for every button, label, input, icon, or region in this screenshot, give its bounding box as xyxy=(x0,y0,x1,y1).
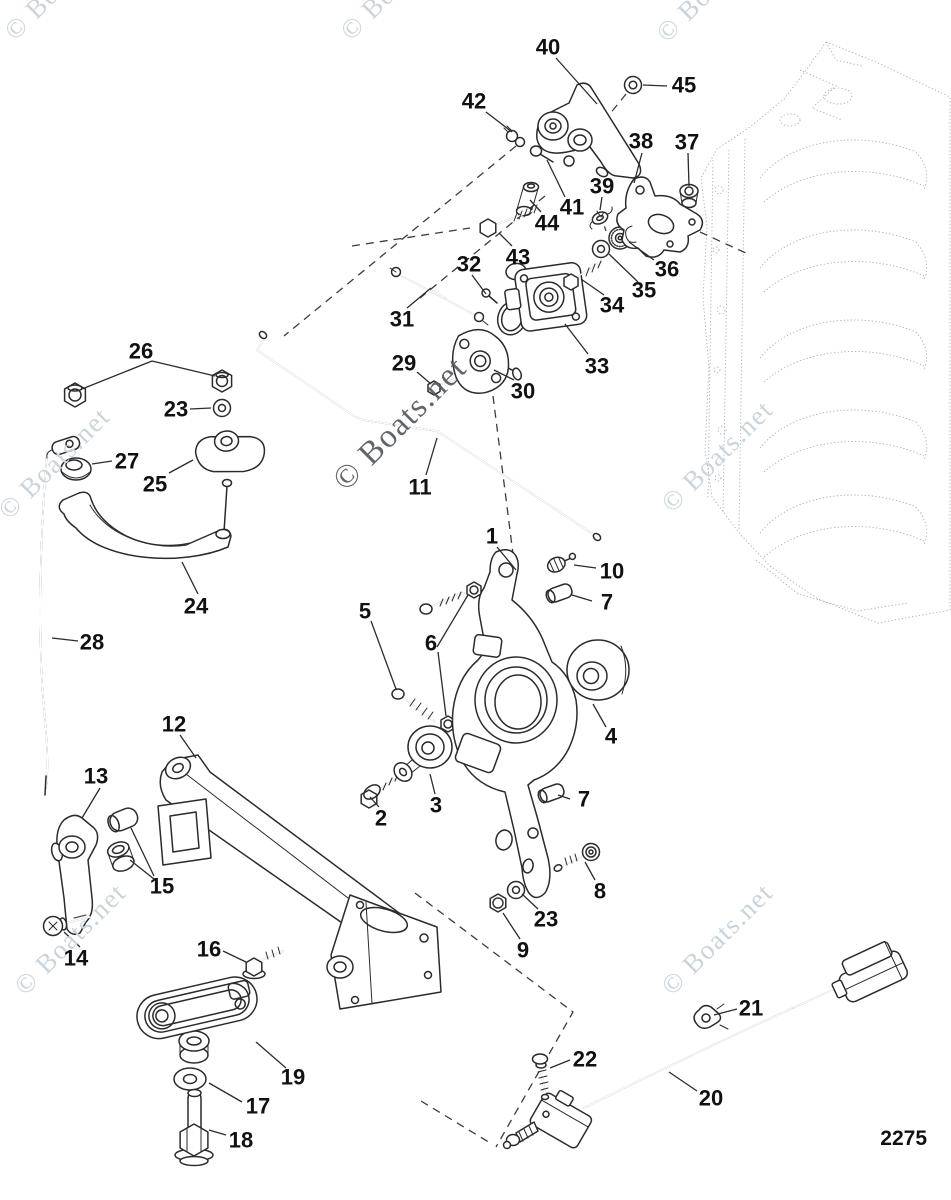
part-23-washer-upper xyxy=(212,398,232,418)
part-label-26-14: 26 xyxy=(129,339,153,364)
part-label-42-2: 42 xyxy=(462,89,486,114)
part-label-8-36: 8 xyxy=(594,879,606,904)
part-label-5-26: 5 xyxy=(359,599,371,624)
part-41-screw xyxy=(529,145,554,163)
part-label-30-17: 30 xyxy=(511,379,535,404)
watermark-text: © Boats.net xyxy=(0,0,122,46)
part-27-grommet xyxy=(60,457,92,481)
part-label-28-27: 28 xyxy=(80,630,104,655)
part-label-6-28: 6 xyxy=(425,631,437,656)
part-label-13-31: 13 xyxy=(84,764,108,789)
part-35-washer xyxy=(591,239,611,259)
part-9-nut xyxy=(489,893,507,913)
part-label-43-8: 43 xyxy=(506,245,530,270)
part-label-31-13: 31 xyxy=(390,307,414,332)
part-5-screws xyxy=(391,591,465,722)
part-28-cable xyxy=(39,435,81,796)
part-label-18-46: 18 xyxy=(229,1128,253,1153)
part-label-9-39: 9 xyxy=(517,938,529,963)
part-30-flange-bracket xyxy=(451,328,523,394)
part-label-39-5: 39 xyxy=(590,174,614,199)
leader-lines xyxy=(51,57,738,1136)
part-40-mount-bracket xyxy=(536,82,642,179)
part-1-throttle-lever xyxy=(451,549,578,899)
part-10-grommet xyxy=(546,552,577,573)
part-label-29-15: 29 xyxy=(392,351,416,376)
part-16-bolt xyxy=(242,946,284,980)
part-label-16-38: 16 xyxy=(197,937,221,962)
part-7-bushing-lower xyxy=(537,783,565,804)
part-6-nuts xyxy=(440,581,482,733)
part-11-throttle-rod xyxy=(256,330,602,542)
part-label-25-20: 25 xyxy=(143,472,167,497)
part-label-20-44: 20 xyxy=(699,1086,723,1111)
diagram-number: 2275 xyxy=(880,1127,927,1150)
part-7-bushing-upper xyxy=(545,583,573,604)
part-31-link-rod xyxy=(389,266,489,326)
part-label-4-30: 4 xyxy=(605,724,618,749)
part-label-37-4: 37 xyxy=(675,130,699,155)
part-39-clip xyxy=(589,206,613,230)
part-label-3-33: 3 xyxy=(430,793,442,818)
part-label-14-40: 14 xyxy=(64,946,89,971)
part-25-cam xyxy=(194,430,266,473)
part-12-mount-bracket xyxy=(157,754,442,1010)
part-37-bushing xyxy=(679,183,699,209)
part-26-nuts xyxy=(63,369,233,408)
part-label-15-35: 15 xyxy=(150,874,174,899)
part-label-24-25: 24 xyxy=(184,594,209,619)
part-label-12-29: 12 xyxy=(162,712,186,737)
part-14-screw xyxy=(42,915,91,937)
part-24-link-arm xyxy=(58,478,233,559)
part-42-pin xyxy=(503,125,526,148)
part-19-arm-assembly xyxy=(136,976,258,1064)
engine-block-silhouette xyxy=(700,41,951,624)
part-label-7-32: 7 xyxy=(578,787,590,812)
part-2-bolt xyxy=(360,773,401,809)
part-label-10-23: 10 xyxy=(600,559,624,584)
part-45-washer xyxy=(623,75,643,95)
part-label-33-16: 33 xyxy=(585,354,609,379)
part-8-bolt xyxy=(553,842,601,872)
part-label-19-43: 19 xyxy=(281,1065,305,1090)
part-3-spindle xyxy=(393,725,453,782)
part-label-1-22: 1 xyxy=(486,524,498,549)
part-label-41-6: 41 xyxy=(560,195,584,220)
part-label-17-45: 17 xyxy=(246,1094,270,1119)
part-label-22-42: 22 xyxy=(573,1047,597,1072)
part-4-roller xyxy=(566,639,630,701)
part-label-11-21: 11 xyxy=(408,475,431,500)
part-label-34-12: 34 xyxy=(600,293,625,318)
part-label-7-24: 7 xyxy=(601,590,613,615)
part-21-clip xyxy=(693,1003,729,1030)
watermark-text: © Boats.net xyxy=(655,394,779,518)
part-label-21-41: 21 xyxy=(739,996,763,1021)
part-label-23-37: 23 xyxy=(534,907,558,932)
part-34-bolt xyxy=(563,260,602,291)
part-label-38-3: 38 xyxy=(629,129,653,154)
part-15-bushings xyxy=(106,807,139,872)
part-17-washer xyxy=(173,1067,207,1091)
parts-line-art xyxy=(39,75,909,1167)
part-label-35-11: 35 xyxy=(632,278,656,303)
part-23-washer-lower xyxy=(506,880,526,900)
part-label-32-9: 32 xyxy=(457,252,481,277)
part-18-bolt xyxy=(174,1088,214,1167)
part-38-shift-plate xyxy=(616,176,704,258)
part-20-sensor-cable xyxy=(502,940,909,1150)
part-22-screw xyxy=(531,1053,550,1101)
watermark-text: © Boats.net xyxy=(334,0,458,46)
watermark-text: © Boats.net xyxy=(650,0,774,48)
part-label-27-19: 27 xyxy=(115,449,139,474)
part-label-40-0: 40 xyxy=(536,35,560,60)
watermark-text: © Boats.net xyxy=(655,877,779,1001)
part-label-23-18: 23 xyxy=(164,397,188,422)
part-label-45-1: 45 xyxy=(672,73,696,98)
part-43-bolt xyxy=(479,204,541,238)
part-label-44-7: 44 xyxy=(535,211,560,236)
part-label-2-34: 2 xyxy=(375,806,387,831)
part-label-36-10: 36 xyxy=(655,257,679,282)
